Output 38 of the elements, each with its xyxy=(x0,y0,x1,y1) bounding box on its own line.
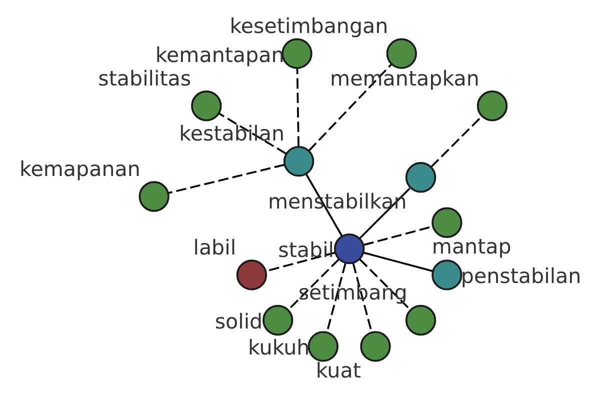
node-circle xyxy=(281,38,312,69)
node-circle xyxy=(360,331,390,362)
connector xyxy=(358,258,410,310)
node-label: kukuh xyxy=(248,336,310,360)
node-circle xyxy=(333,233,364,264)
node-circle xyxy=(282,146,314,177)
node-label: stabilitas xyxy=(98,66,191,90)
node-label: kuat xyxy=(315,358,360,382)
node-circle xyxy=(138,181,169,212)
node-label: kemapanan xyxy=(19,156,140,181)
node-label: setimbang xyxy=(298,280,407,305)
node-label: mantap xyxy=(431,234,511,259)
connector xyxy=(430,116,482,168)
node-label: kesetimbangan xyxy=(229,14,388,38)
node-circle xyxy=(307,331,338,362)
connector xyxy=(168,164,284,194)
node-circle xyxy=(404,162,436,193)
node-circle xyxy=(262,304,293,336)
node-label: memantapkan xyxy=(330,66,479,90)
connector xyxy=(362,226,432,246)
connector xyxy=(288,258,339,310)
connector xyxy=(218,112,286,154)
node-label: solid xyxy=(214,310,262,334)
node-circle xyxy=(404,304,436,336)
node-label: labil xyxy=(192,235,236,260)
node-circle xyxy=(431,260,462,290)
node-circle xyxy=(236,260,267,290)
connector xyxy=(308,64,392,152)
connector xyxy=(296,68,299,146)
node-label: kemantapan xyxy=(154,42,284,67)
node-label: penstabilan xyxy=(460,264,581,288)
connector xyxy=(362,252,432,272)
node-label: kestabilan xyxy=(178,122,284,146)
node-label: stabil xyxy=(278,238,334,262)
node-circle xyxy=(190,90,222,122)
node-circle xyxy=(431,207,462,238)
node-circle xyxy=(476,90,508,122)
node-circle xyxy=(386,38,416,69)
